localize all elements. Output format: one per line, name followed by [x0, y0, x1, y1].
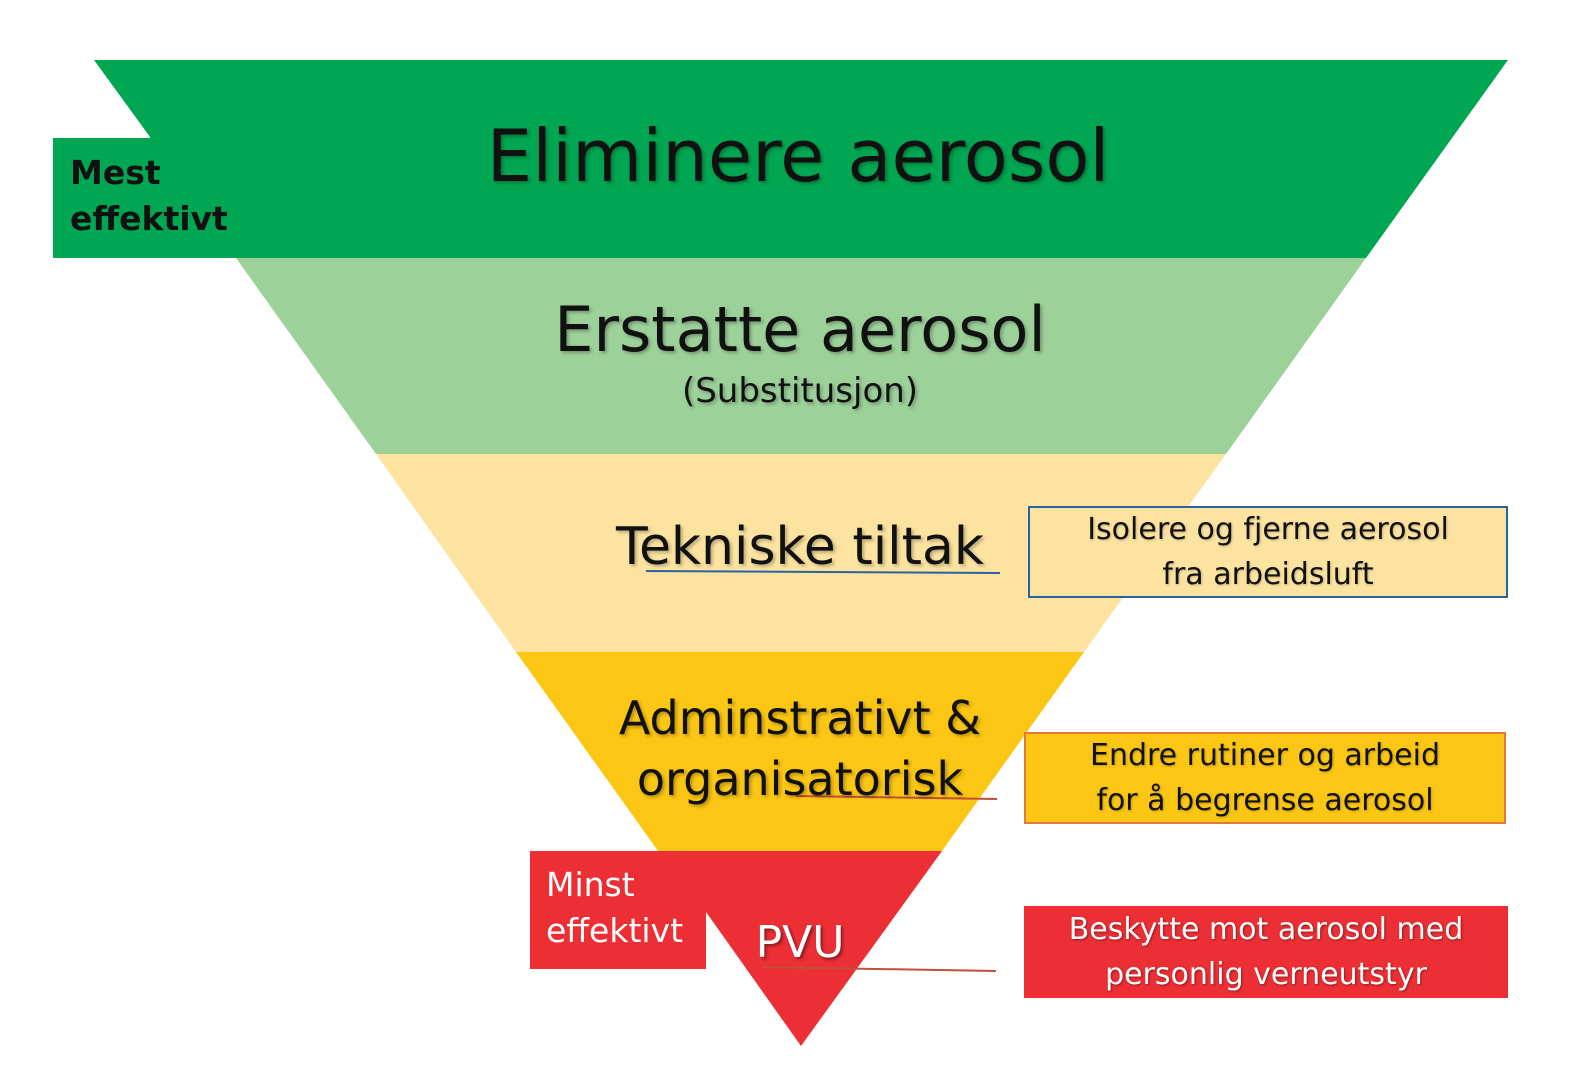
least-effective-tab: [530, 851, 706, 969]
level-substitute-title: Erstatte aerosol: [554, 293, 1046, 366]
note-administrative: Endre rutiner og arbeid for å begrense a…: [1024, 732, 1506, 824]
note-ppe: Beskytte mot aerosol med personlig verne…: [1024, 906, 1508, 998]
most-effective-line2: effektivt: [70, 199, 228, 239]
least-effective-line1: Minst: [546, 865, 635, 904]
level-ppe-title: PVU: [755, 917, 845, 968]
level-administrative-title: Adminstrativt & organisatorisk: [618, 691, 982, 806]
level-ppe-band: [660, 851, 942, 1046]
note-technical: Isolere og fjerne aerosol fra arbeidsluf…: [1028, 506, 1508, 598]
level-eliminate-title: Eliminere aerosol: [486, 114, 1110, 198]
least-effective-line2: effektivt: [546, 911, 684, 951]
level-technical-title: Tekniske tiltak: [616, 517, 984, 577]
level-substitute-subtitle: (Substitusjon): [681, 371, 919, 411]
leader-line-administrative: [795, 795, 998, 800]
least-effective-label: Minst effektivt: [546, 862, 683, 954]
level-technical-band: [376, 454, 1226, 652]
most-effective-tab: [53, 138, 235, 258]
most-effective-line1: Mest: [70, 153, 161, 192]
most-effective-label: Mest effektivt: [70, 150, 228, 242]
level-eliminate-band: [94, 60, 1508, 258]
level-administrative-band: [516, 652, 1084, 851]
level-substitute-band: [236, 258, 1366, 454]
leader-line-ppe: [761, 966, 997, 972]
leader-line-technical: [645, 570, 1001, 574]
